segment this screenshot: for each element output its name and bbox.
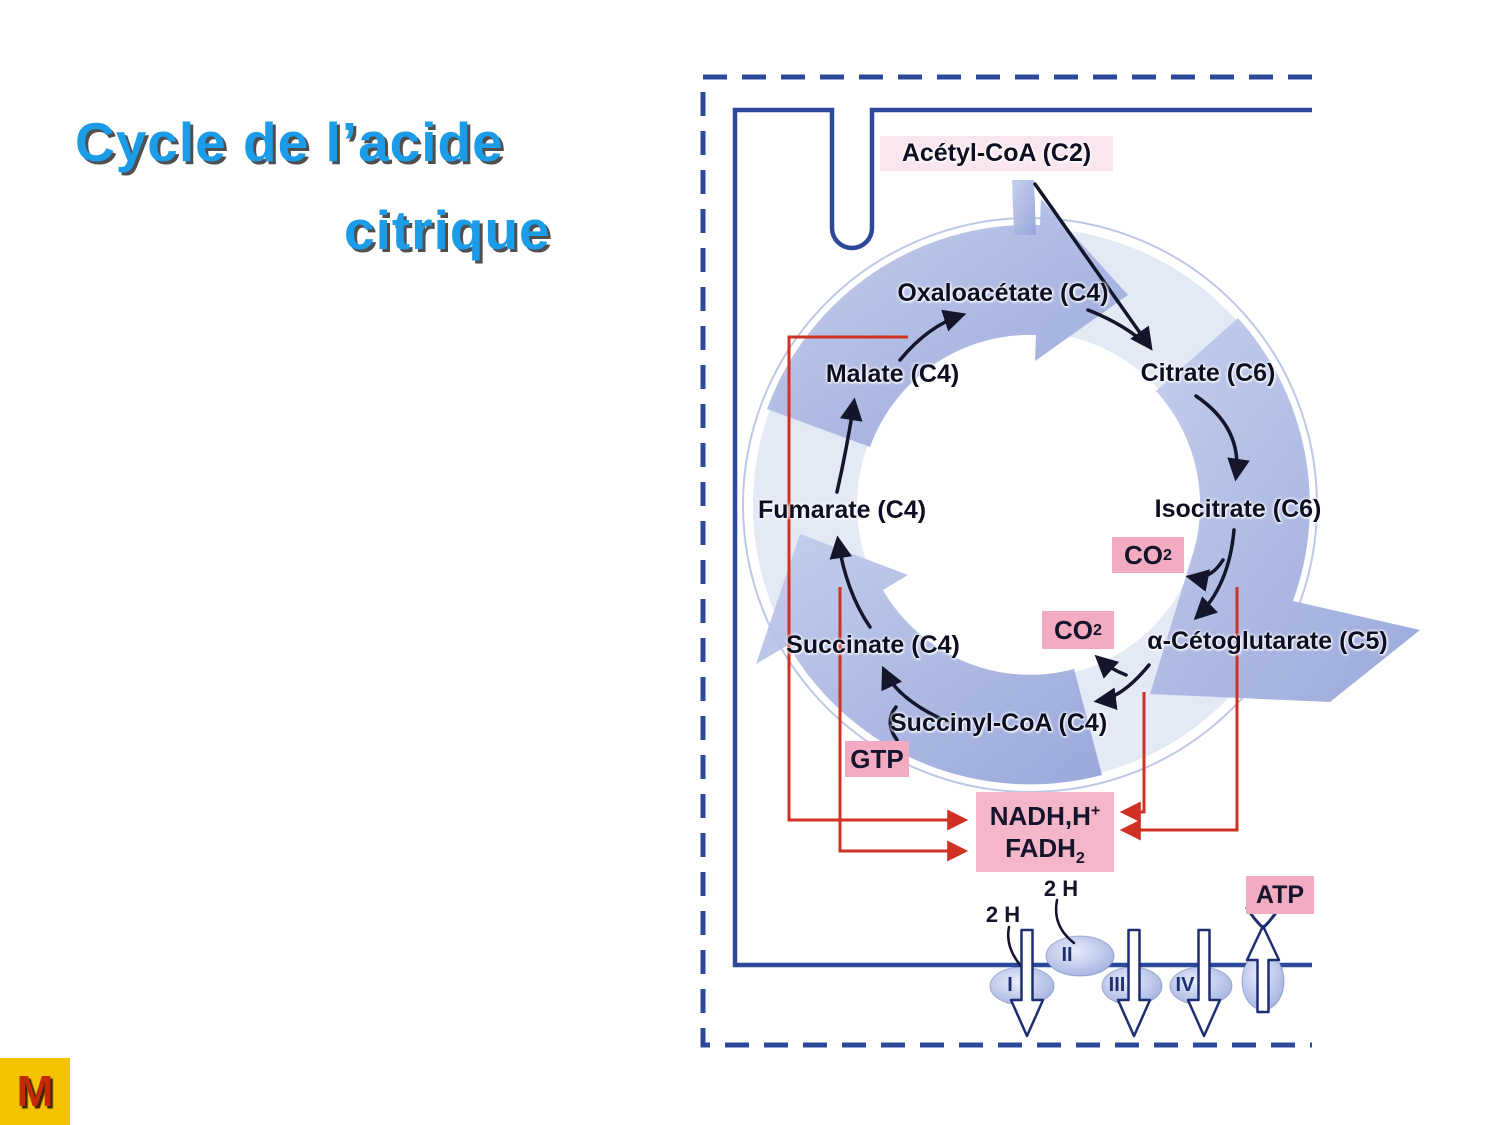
red-line-malate-to-nadh bbox=[787, 335, 969, 831]
inner-membrane-with-crista bbox=[732, 107, 1312, 968]
red-line-akg-to-nadh bbox=[1119, 692, 1146, 823]
label-alpha-cetoglutarate: α-Cétoglutarate (C5) bbox=[1147, 627, 1388, 655]
arrow-akg-succinylcoa bbox=[1093, 663, 1151, 711]
arrow-isocitrate-co2 bbox=[1185, 558, 1225, 592]
label-atp: ATP bbox=[1246, 876, 1314, 914]
arrow-gtp-hook bbox=[888, 705, 899, 742]
red-line-succinate-to-fadh bbox=[838, 587, 969, 862]
label-2h-middle: 2 H bbox=[1043, 876, 1079, 901]
arrow-succinylcoa-succinate bbox=[881, 665, 950, 724]
complex-ii-blob bbox=[1045, 935, 1115, 977]
label-fumarate: Fumarate (C4) bbox=[757, 496, 927, 524]
label-acetyl-coa: Acétyl-CoA (C2) bbox=[880, 136, 1113, 171]
h-transfer-curves bbox=[1007, 898, 1076, 968]
label-oxaloacetate: Oxaloacétate (C4) bbox=[897, 279, 1109, 307]
page-title-line1: Cycle de l’acide bbox=[75, 111, 504, 173]
arrow-succinate-fumarate bbox=[829, 535, 872, 629]
nadh-line: NADH,H+ bbox=[989, 800, 1101, 831]
arrow-malate-oxaloacetate bbox=[898, 309, 967, 362]
up-arrow-atp-synthase bbox=[1245, 924, 1281, 1014]
label-citrate: Citrate (C6) bbox=[1140, 359, 1276, 387]
down-arrow-complex-i bbox=[1009, 928, 1045, 1038]
label-gtp: GTP bbox=[845, 741, 909, 777]
arrow-acetyl-to-citrate bbox=[1033, 182, 1153, 351]
label-2h-left: 2 H bbox=[985, 902, 1021, 927]
proton-arrows-group bbox=[1009, 924, 1281, 1038]
label-isocitrate: Isocitrate (C6) bbox=[1154, 495, 1322, 523]
outer-membrane-dashed bbox=[700, 74, 1312, 1048]
curve-2h-to-complex-ii bbox=[1054, 898, 1076, 945]
co2-text: CO bbox=[1054, 614, 1094, 645]
curve-2h-to-complex-i bbox=[1007, 925, 1023, 968]
arrow-akg-co2 bbox=[1094, 654, 1128, 679]
red-line-isocitrate-to-nadh bbox=[1119, 587, 1239, 841]
label-malate: Malate (C4) bbox=[825, 360, 960, 388]
cycle-band-arrow-left bbox=[756, 534, 1102, 785]
label-succinate: Succinate (C4) bbox=[786, 631, 960, 659]
page-title-line2: citrique bbox=[344, 199, 551, 261]
label-complex-iii: III bbox=[1108, 974, 1126, 996]
arrow-isocitrate-akg bbox=[1193, 528, 1236, 621]
arrow-oxaloacetate-merge bbox=[1086, 308, 1138, 338]
slide-logo: M bbox=[0, 1058, 70, 1125]
red-lines-group bbox=[787, 335, 1239, 862]
label-succinyl-coa: Succinyl-CoA (C4) bbox=[890, 709, 1108, 737]
down-arrow-complex-iii bbox=[1116, 928, 1152, 1038]
label-complex-ii: II bbox=[1061, 944, 1073, 966]
label-nadh-fadh-box: NADH,H+ FADH2 bbox=[976, 792, 1114, 872]
down-arrow-complex-iv bbox=[1186, 928, 1222, 1038]
arrow-fumarate-malate bbox=[835, 397, 863, 494]
label-complex-i: I bbox=[1007, 974, 1013, 996]
complexes-group bbox=[989, 935, 1285, 1011]
label-complex-iv: IV bbox=[1175, 974, 1195, 996]
fadh-line: FADH2 bbox=[1005, 833, 1085, 868]
reaction-arrows-group bbox=[829, 182, 1250, 742]
acetyl-entry-band bbox=[1012, 180, 1036, 235]
co2-text: CO bbox=[1124, 539, 1164, 570]
logo-letter: M bbox=[16, 1066, 54, 1116]
arrow-citrate-isocitrate bbox=[1194, 394, 1250, 482]
